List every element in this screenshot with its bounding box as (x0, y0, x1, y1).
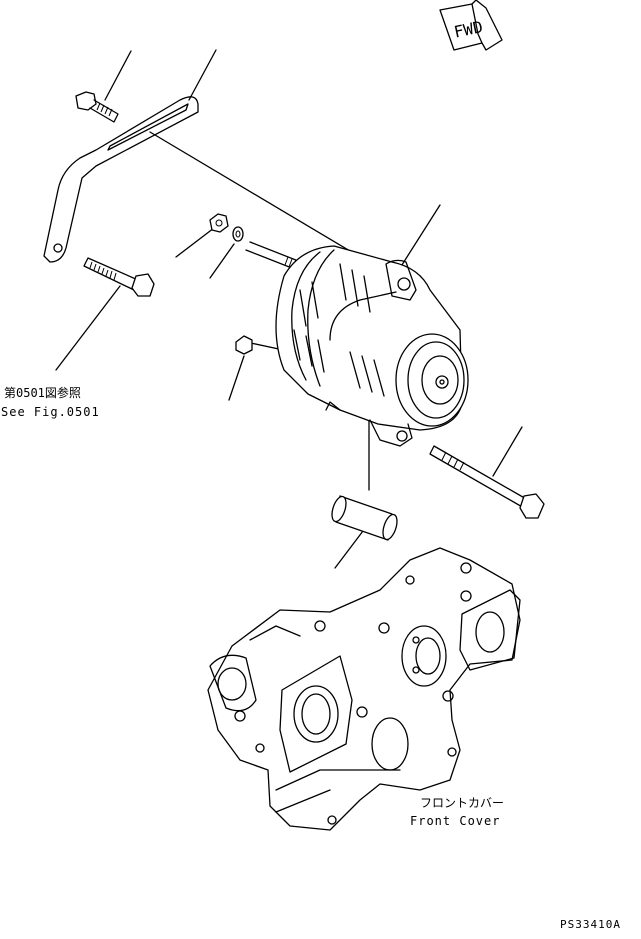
mounting-bolt-left (83, 257, 155, 297)
washer (232, 226, 244, 242)
front-cover (207, 547, 521, 831)
spacer-collar (331, 495, 398, 541)
front-cover-label-en: Front Cover (410, 814, 501, 828)
front-cover-label-jp: フロントカバー (420, 796, 505, 810)
drawing-number: PS33410A (560, 918, 621, 931)
see-fig-label-en: See Fig.0501 (1, 405, 100, 419)
fwd-arrow-icon (439, 0, 503, 51)
nut (209, 213, 229, 233)
adjusting-bracket (43, 96, 199, 263)
bracket-bolt (75, 91, 119, 123)
spacer-washer (235, 335, 253, 355)
alternator (275, 245, 469, 447)
mounting-bolt-right (429, 445, 545, 519)
see-fig-label-jp: 第0501図参照 (4, 386, 81, 400)
